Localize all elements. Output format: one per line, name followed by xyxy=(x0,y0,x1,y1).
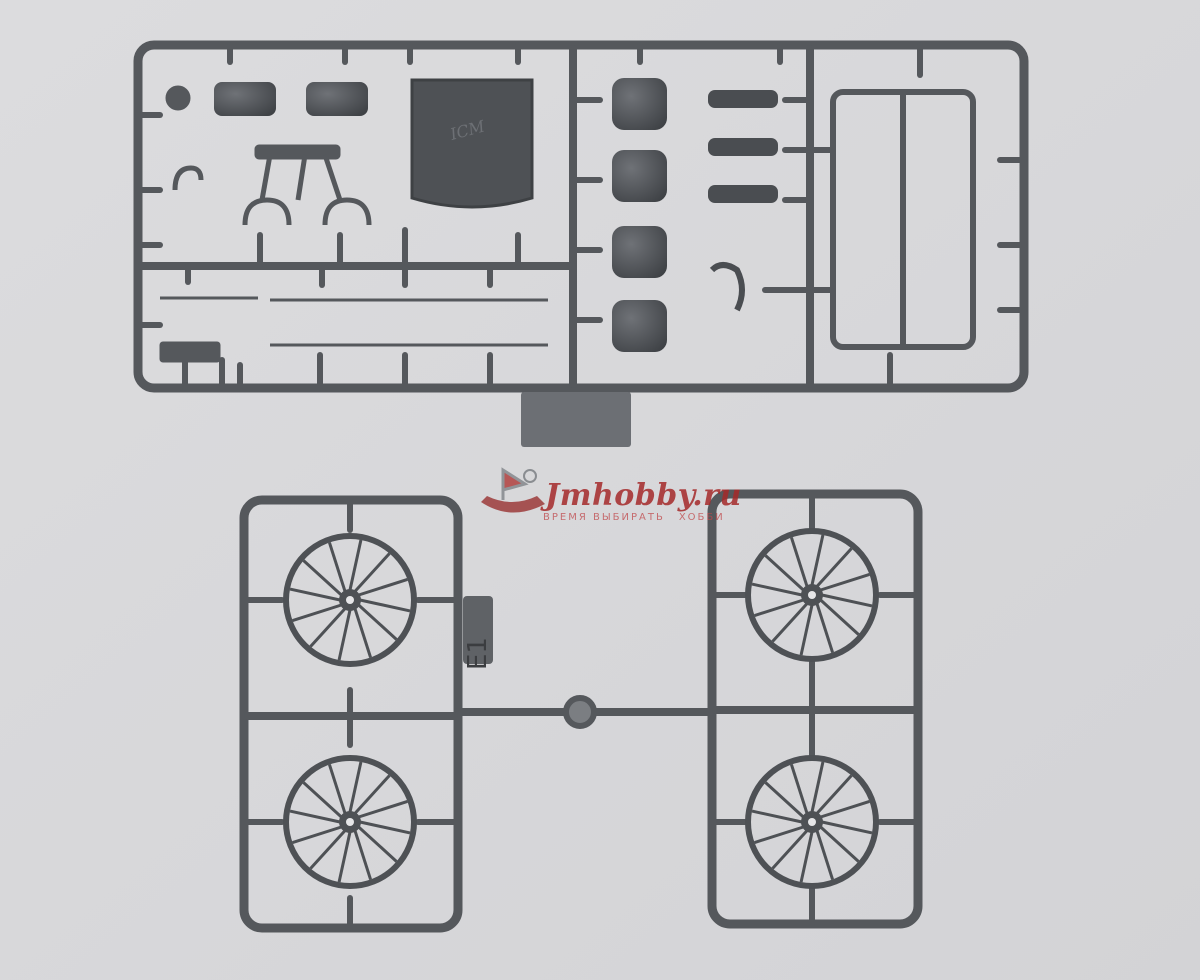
wheel-spoke xyxy=(799,604,814,656)
wheel-spoke xyxy=(771,829,809,870)
wheel-spoke xyxy=(289,587,341,602)
radiator-part: ICM xyxy=(410,78,534,209)
wheel-spoke xyxy=(359,598,411,613)
wheel-spoke xyxy=(292,825,342,844)
sprue-tab xyxy=(521,392,631,447)
wheel-axle-hole xyxy=(808,591,816,599)
wheel-spoke xyxy=(357,825,398,863)
sprue-gate-disc xyxy=(563,695,597,729)
wheel-spoke xyxy=(309,829,347,870)
wheel-spoke xyxy=(348,539,363,591)
wheel-rim xyxy=(745,755,879,889)
wheel-spoke xyxy=(751,809,803,824)
wheel-spoke xyxy=(353,830,372,880)
wheel-spoke xyxy=(819,598,860,636)
wheel-parts xyxy=(283,528,879,889)
wheel-spoke xyxy=(328,542,347,592)
upper-sprue-frame xyxy=(133,40,1029,393)
watermark-brand: Jmhobby.ru xyxy=(545,478,742,513)
wheel-spoke xyxy=(302,781,343,819)
wheel-spoke xyxy=(820,800,870,819)
wheel-axle-hole xyxy=(346,596,354,604)
wheel-spoke xyxy=(353,608,372,658)
wheel-spoke xyxy=(799,831,814,883)
sprue-code-label: E1 xyxy=(463,637,493,670)
hook-part xyxy=(172,165,204,191)
wheel-spoke xyxy=(815,547,853,588)
wheel-axle-hole xyxy=(808,818,816,826)
logo-tab xyxy=(463,596,493,664)
wheel-spoke xyxy=(819,825,860,863)
wheel-spoke xyxy=(348,761,363,813)
wheel-spoke xyxy=(289,809,341,824)
spring-part xyxy=(708,138,778,156)
spring-parts xyxy=(708,90,778,312)
wheel-rim xyxy=(283,533,417,667)
wheel-spoke xyxy=(353,552,391,593)
wheel-spoke xyxy=(764,781,805,819)
wheel-rim xyxy=(745,528,879,662)
wheel-spoke xyxy=(754,825,804,844)
wheel-spoke xyxy=(810,534,825,586)
spring-part xyxy=(708,90,778,108)
wheel-spoke xyxy=(337,831,352,883)
wheel-spoke xyxy=(309,607,347,648)
wheel-spoke xyxy=(751,582,803,597)
spoked-wheel-part xyxy=(283,533,417,667)
horn-part xyxy=(709,262,745,312)
watermark-slogan-right: ХОББИ xyxy=(678,512,725,523)
fuel-tank-part xyxy=(612,226,667,278)
frame-arm-part xyxy=(322,197,372,226)
spring-part xyxy=(708,185,778,203)
watermark-slogan-left: ВРЕМЯ ВЫБИРАТЬ xyxy=(543,512,665,523)
round-disc-part xyxy=(165,85,191,111)
wheel-spoke xyxy=(359,820,411,835)
spoked-wheel-part xyxy=(745,528,879,662)
fuel-tank-parts xyxy=(612,78,667,352)
frame-arm-part xyxy=(242,197,292,226)
ship-logo-icon xyxy=(481,467,545,513)
wheel-spoke xyxy=(820,573,870,592)
wheel-spoke xyxy=(821,593,873,608)
wheel-spoke xyxy=(358,578,408,597)
upper-sprue xyxy=(133,40,1029,393)
fuel-tank-part xyxy=(612,150,667,202)
wheel-spoke xyxy=(302,559,343,597)
wheel-spoke xyxy=(292,603,342,622)
wheel-rim xyxy=(283,755,417,889)
windshield-frame-part xyxy=(830,89,976,350)
wheel-spoke xyxy=(790,537,809,587)
wheel-gates xyxy=(241,491,921,931)
wheel-spoke xyxy=(353,774,391,815)
fuel-tank-part xyxy=(612,78,667,130)
wheel-spoke xyxy=(815,830,834,880)
wheel-spoke xyxy=(357,603,398,641)
wheel-spoke xyxy=(771,602,809,643)
wheel-spoke xyxy=(337,609,352,661)
lamp-part xyxy=(306,82,368,116)
wheel-spoke xyxy=(358,800,408,819)
wheel-spoke xyxy=(764,554,805,592)
fuel-tank-part xyxy=(612,300,667,352)
wheel-spoke xyxy=(754,598,804,617)
wheel-axle-hole xyxy=(346,818,354,826)
wheel-spoke xyxy=(815,774,853,815)
bracket-part xyxy=(254,144,341,160)
sprue-gates xyxy=(135,42,1027,391)
wheel-spoke xyxy=(821,820,873,835)
spoked-wheel-part xyxy=(283,755,417,889)
wheel-spoke xyxy=(790,764,809,814)
upper-left-parts xyxy=(159,82,548,363)
wheel-spoke xyxy=(815,603,834,653)
spoked-wheel-part xyxy=(745,755,879,889)
watermark-slogan: ВРЕМЯ ВЫБИРАТЬ ХОББИ xyxy=(543,512,725,523)
wheel-spoke xyxy=(810,761,825,813)
wheel-spoke xyxy=(328,764,347,814)
lamp-part xyxy=(214,82,276,116)
